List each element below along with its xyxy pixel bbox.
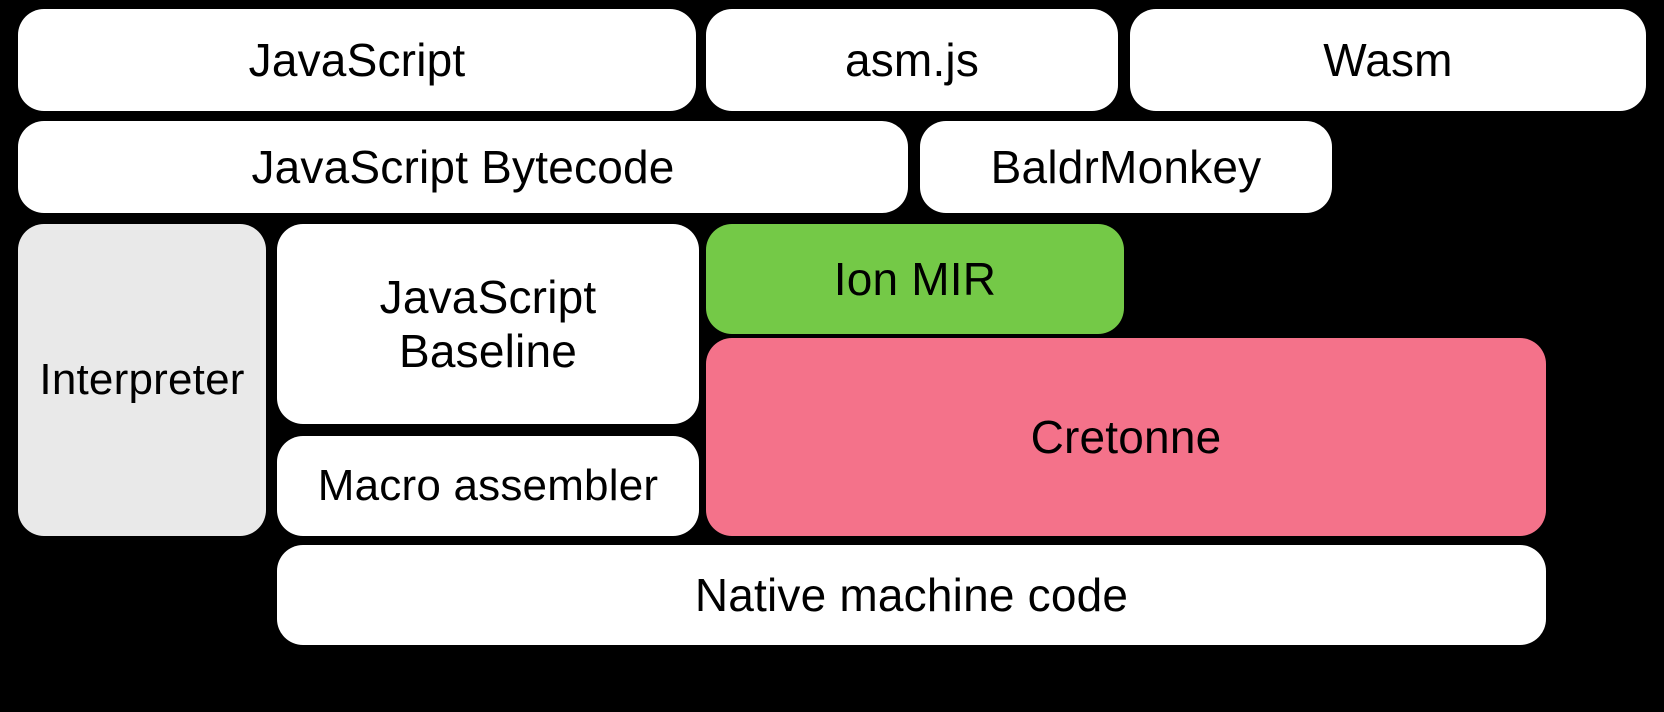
box-cretonne: Cretonne	[706, 338, 1546, 536]
box-javascript: JavaScript	[18, 9, 696, 111]
box-native-machine-code: Native machine code	[277, 545, 1546, 645]
box-ion-mir: Ion MIR	[706, 224, 1124, 334]
box-macro-assembler: Macro assembler	[277, 436, 699, 536]
box-javascript-bytecode: JavaScript Bytecode	[18, 121, 908, 213]
box-wasm: Wasm	[1130, 9, 1646, 111]
box-interpreter: Interpreter	[18, 224, 266, 536]
box-javascript-baseline: JavaScript Baseline	[277, 224, 699, 424]
box-baldrmonkey: BaldrMonkey	[920, 121, 1332, 213]
box-asm-js: asm.js	[706, 9, 1118, 111]
